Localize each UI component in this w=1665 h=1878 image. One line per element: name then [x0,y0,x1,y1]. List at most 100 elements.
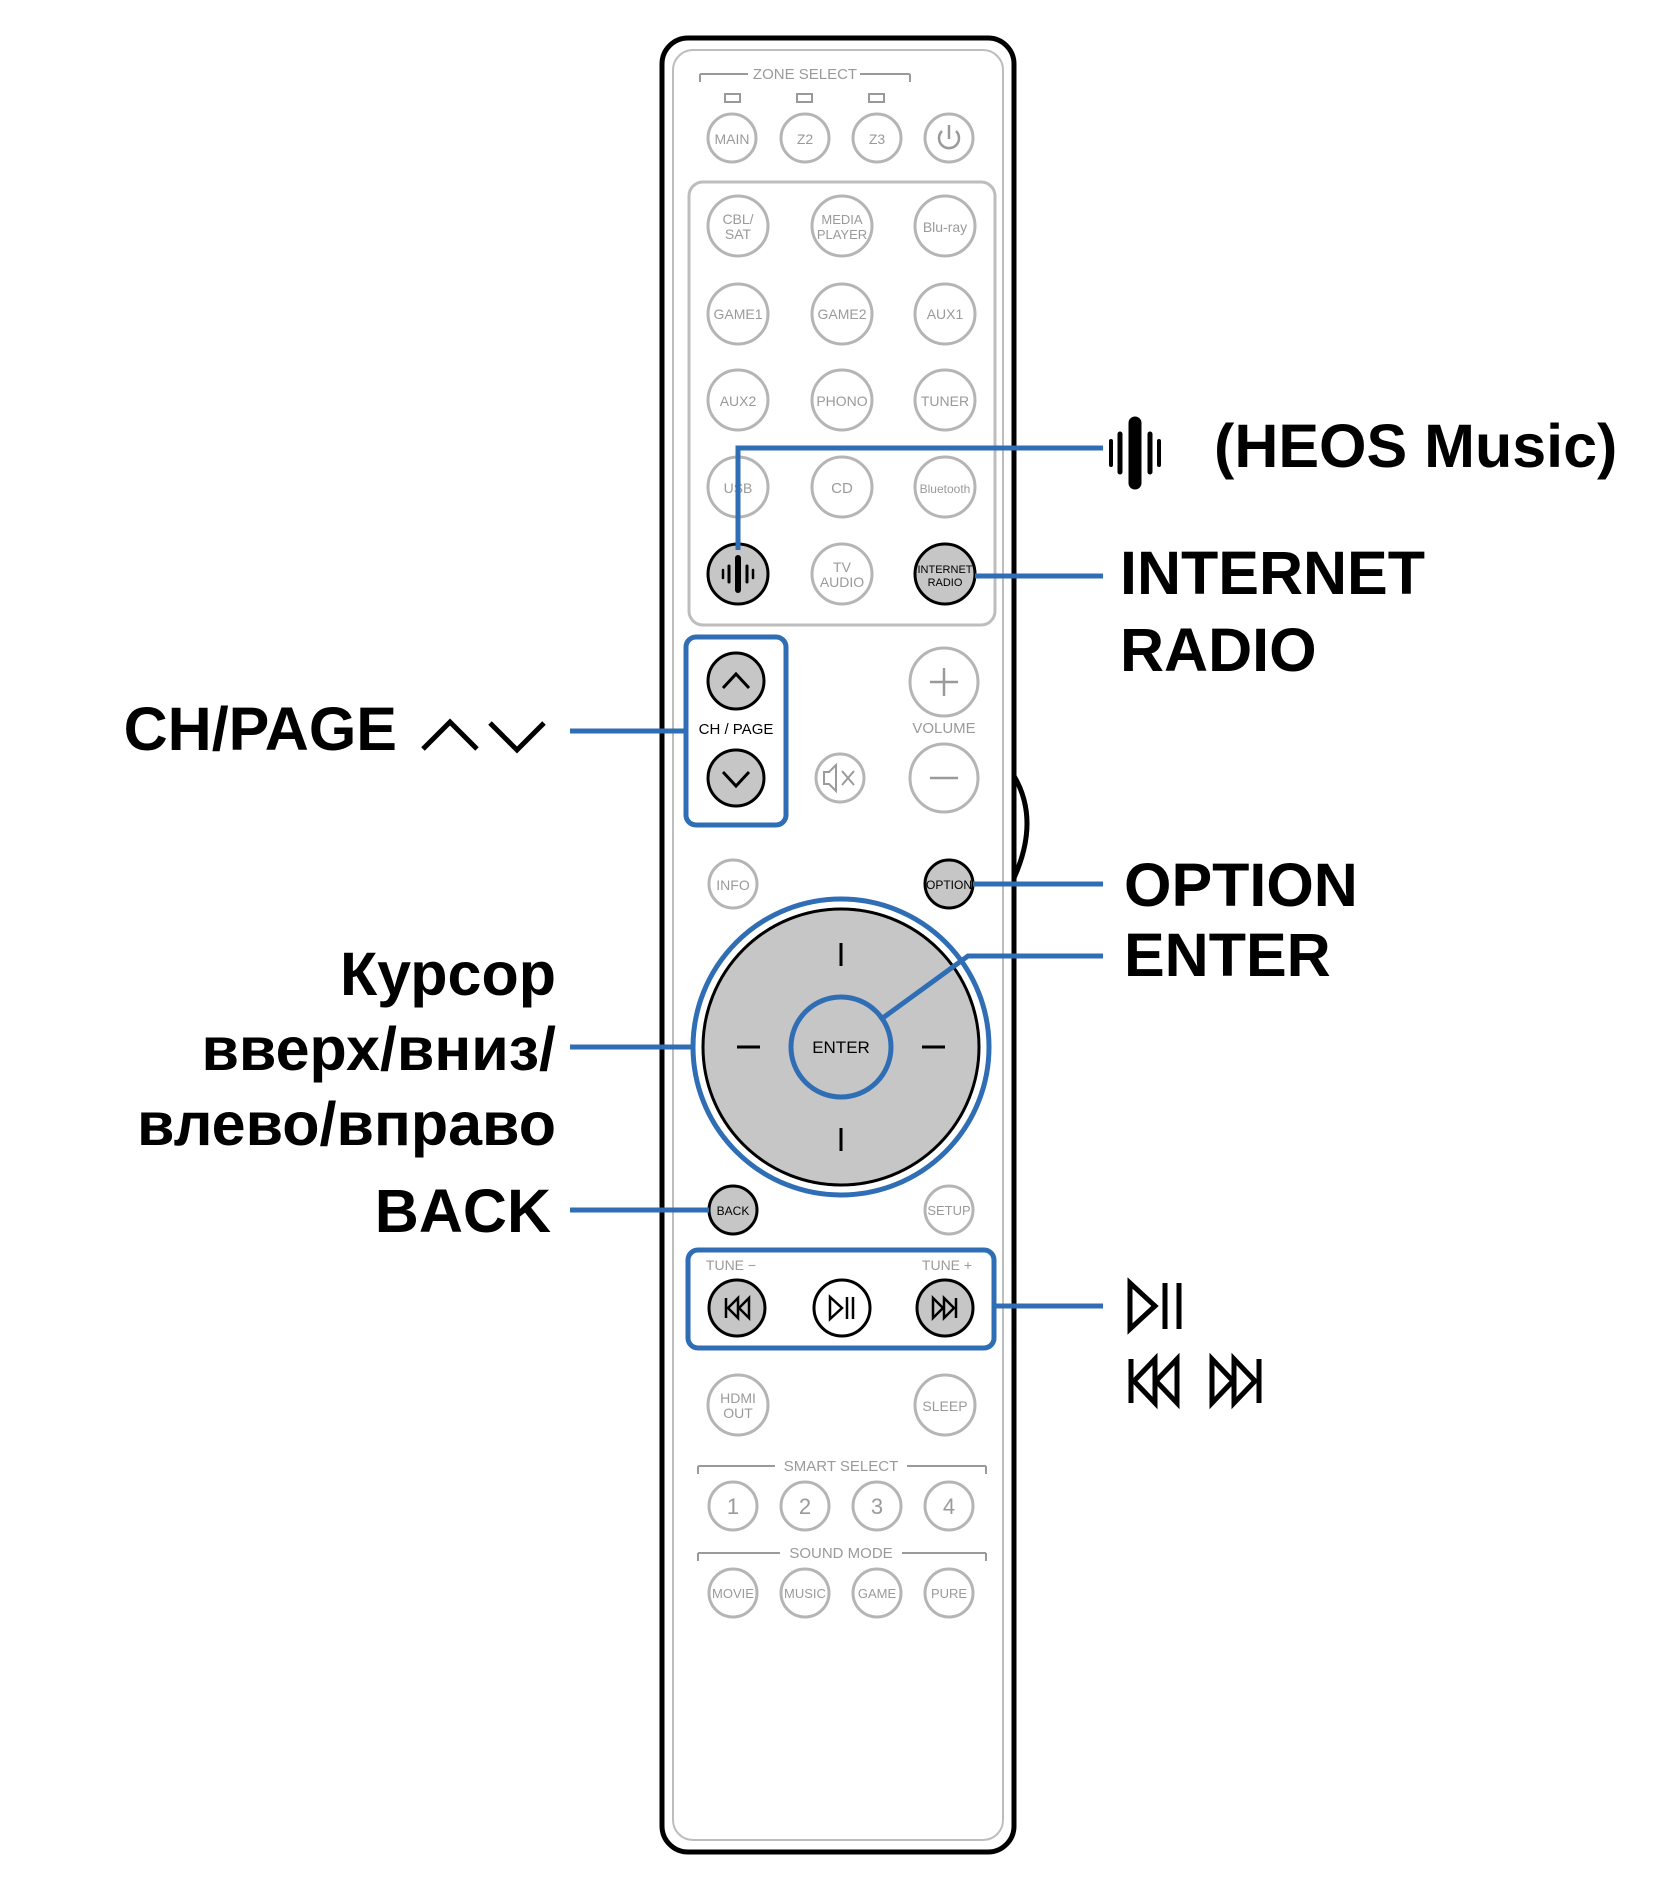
enter-button[interactable]: ENTER [788,994,894,1100]
enter-callout-label: ENTER [1124,921,1331,989]
svg-text:BACK: BACK [717,1204,750,1218]
svg-text:1: 1 [727,1494,739,1519]
heos-callout-label: (HEOS Music) [1214,412,1617,480]
skip-back-callout-icon [1128,1352,1180,1410]
svg-text:MOVIE: MOVIE [712,1586,754,1601]
tuner-button[interactable]: TUNER [913,368,977,432]
skip-forward-icon [931,1294,958,1322]
volume-label: VOLUME [912,720,975,737]
internet-radio-callout-line2: RADIO [1120,616,1317,684]
mute-button[interactable] [814,752,866,804]
zone-led-main [724,93,741,103]
volume-up-button[interactable] [908,646,980,718]
sound-mode-label: SOUND MODE [789,1545,892,1562]
tv-audio-button[interactable]: TV AUDIO [810,542,874,606]
smart-select-3-button[interactable]: 3 [851,1480,903,1532]
info-button[interactable]: INFO [707,858,759,910]
svg-text:SAT: SAT [725,226,752,242]
internet-radio-callout-line1: INTERNET [1120,539,1425,607]
skip-forward-callout-icon [1209,1352,1262,1410]
pure-button[interactable]: PURE [923,1567,975,1619]
svg-text:PHONO: PHONO [816,393,867,409]
back-button[interactable]: BACK [707,1184,759,1236]
svg-text:ENTER: ENTER [812,1038,870,1057]
enter-callout-line [878,953,1103,1023]
svg-text:MEDIA: MEDIA [821,212,863,227]
aux1-button[interactable]: AUX1 [913,282,977,346]
main-button[interactable]: MAIN [706,112,758,164]
cursor-callout-line3: влево/вправо [137,1090,556,1158]
svg-text:GAME2: GAME2 [817,306,866,322]
ch-page-up-button[interactable] [706,651,766,711]
svg-text:HDMI: HDMI [720,1390,756,1406]
svg-text:MAIN: MAIN [715,131,750,147]
svg-text:TV: TV [833,559,852,575]
smart-select-4-button[interactable]: 4 [923,1480,975,1532]
z3-button[interactable]: Z3 [851,112,903,164]
bluetooth-button[interactable]: Bluetooth [913,455,977,519]
svg-text:INFO: INFO [716,877,750,893]
smart-select-2-button[interactable]: 2 [779,1480,831,1532]
remote-side-bulge [1011,774,1030,880]
zone-led-z2 [796,93,813,103]
power-button[interactable] [923,112,975,164]
option-button[interactable]: OPTION [923,858,975,910]
heos-music-button[interactable] [706,542,770,606]
volume-down-button[interactable] [908,742,980,814]
svg-text:AUDIO: AUDIO [820,574,864,590]
aux2-button[interactable]: AUX2 [706,368,770,432]
svg-text:SLEEP: SLEEP [922,1398,967,1414]
svg-text:PLAYER: PLAYER [817,227,867,242]
sleep-button[interactable]: SLEEP [913,1373,977,1437]
svg-text:SETUP: SETUP [927,1203,970,1218]
transport-highlight [685,1247,997,1351]
svg-text:3: 3 [871,1494,883,1519]
svg-text:GAME: GAME [858,1586,897,1601]
cd-button[interactable]: CD [810,455,874,519]
previous-button[interactable] [707,1278,767,1338]
svg-text:Z3: Z3 [869,131,886,147]
source-group [687,180,997,627]
tune-plus-label: TUNE + [922,1257,972,1273]
heos-icon [721,555,755,593]
music-button[interactable]: MUSIC [779,1567,831,1619]
chevron-down-icon [721,770,751,789]
play-pause-button[interactable] [812,1278,872,1338]
svg-text:AUX2: AUX2 [720,393,757,409]
movie-button[interactable]: MOVIE [707,1567,759,1619]
next-button[interactable] [915,1278,975,1338]
game-button[interactable]: GAME [851,1567,903,1619]
svg-text:PURE: PURE [931,1586,967,1601]
z2-button[interactable]: Z2 [779,112,831,164]
mute-icon [823,762,837,794]
option-callout-label: OPTION [1124,851,1358,919]
tune-minus-label: TUNE − [706,1257,756,1273]
setup-button[interactable]: SETUP [923,1184,975,1236]
smart-select-1-button[interactable]: 1 [707,1480,759,1532]
cbl-sat-button[interactable]: CBL/ SAT [706,194,770,258]
skip-back-icon [724,1294,751,1322]
hdmi-out-button[interactable]: HDMI OUT [706,1373,770,1437]
svg-text:RADIO: RADIO [928,577,963,589]
media-player-button[interactable]: MEDIA PLAYER [810,194,874,258]
chevron-up-icon [721,671,751,690]
bluray-button[interactable]: Blu-ray [913,194,977,258]
play-pause-callout-icon [1127,1277,1182,1335]
ch-page-callout-arrows-icon [421,718,546,754]
svg-text:OPTION: OPTION [926,878,972,892]
play-pause-icon [828,1294,855,1322]
svg-text:CD: CD [831,480,853,497]
callout-lines [570,445,1103,1309]
svg-text:INTERNET: INTERNET [918,564,973,576]
zone-select-label: ZONE SELECT [753,66,857,83]
game2-button[interactable]: GAME2 [810,282,874,346]
internet-radio-button[interactable]: INTERNET RADIO [913,542,977,606]
svg-text:CBL/: CBL/ [722,211,753,227]
power-icon [937,130,961,150]
ch-page-down-button[interactable] [706,748,766,808]
zone-led-z3 [868,93,885,103]
svg-text:GAME1: GAME1 [713,306,762,322]
phono-button[interactable]: PHONO [810,368,874,432]
game1-button[interactable]: GAME1 [706,282,770,346]
